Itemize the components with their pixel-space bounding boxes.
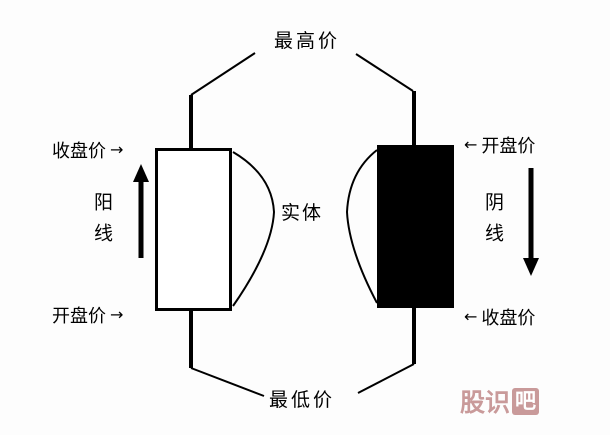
body-brace-right bbox=[345, 149, 378, 304]
bearish-open-price-label: ← 开盘价 bbox=[464, 132, 535, 158]
bearish-candle-body bbox=[377, 145, 454, 308]
body-label: 实体 bbox=[281, 203, 324, 224]
arrow-left-icon: ← bbox=[464, 135, 478, 154]
bullish-type-label: 阳线 bbox=[91, 192, 112, 254]
watermark-boxed-char: 吧 bbox=[512, 387, 540, 415]
bullish-open-price-text: 开盘价 bbox=[52, 306, 106, 326]
lowest-price-label: 最低价 bbox=[269, 390, 336, 411]
arrow-right-icon: → bbox=[110, 140, 124, 159]
connector-bottom-right bbox=[357, 363, 415, 394]
connector-bottom-left bbox=[190, 367, 265, 397]
connector-top-left bbox=[190, 52, 256, 96]
watermark: 股识 吧 bbox=[460, 383, 540, 419]
watermark-text: 股识 bbox=[460, 389, 511, 417]
up-arrow-icon bbox=[133, 164, 149, 258]
bearish-close-price-label: ← 收盘价 bbox=[464, 304, 535, 330]
bullish-candle-body bbox=[155, 148, 232, 311]
bearish-type-label: 阴线 bbox=[482, 192, 503, 254]
body-brace-left bbox=[232, 151, 276, 307]
down-arrow-icon bbox=[523, 168, 539, 276]
bullish-open-price-label: 开盘价 → bbox=[52, 302, 123, 328]
bullish-close-price-label: 收盘价 → bbox=[52, 137, 123, 163]
bearish-open-price-text: 开盘价 bbox=[481, 136, 536, 156]
bearish-close-price-text: 收盘价 bbox=[481, 308, 536, 328]
connector-top-right bbox=[355, 53, 414, 92]
arrow-right-icon: → bbox=[110, 305, 124, 324]
bullish-close-price-text: 收盘价 bbox=[52, 141, 106, 161]
arrow-left-icon: ← bbox=[464, 307, 478, 326]
highest-price-label: 最高价 bbox=[274, 31, 341, 52]
